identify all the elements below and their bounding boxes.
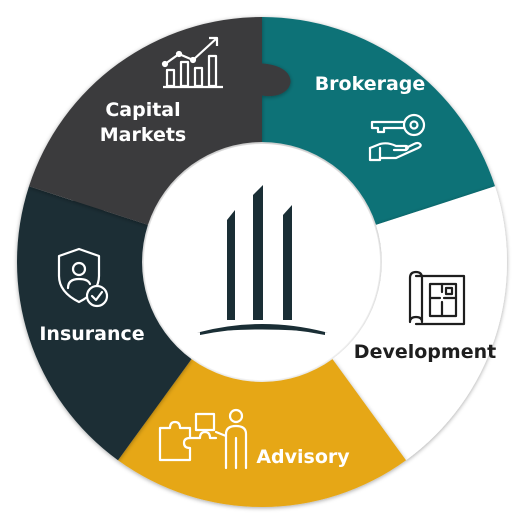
- puzzle-person-icon: [158, 408, 248, 470]
- segment-brokerage: [262, 17, 495, 234]
- capital-markets-icon-wrap: [161, 34, 225, 90]
- brokerage-label: Brokerage: [314, 73, 426, 95]
- segment-advisory: [118, 359, 406, 507]
- key-in-hand-icon: [368, 113, 426, 162]
- brokerage-icon-wrap: [366, 112, 432, 164]
- segment-insurance: [17, 178, 192, 461]
- advisory-label: Advisory: [256, 446, 350, 468]
- capital-markets-label: Capital Markets: [99, 99, 187, 146]
- center-logo: [195, 180, 330, 344]
- bar-chart-growth-icon: [161, 36, 223, 89]
- buildings-logo-icon: [197, 185, 328, 335]
- insurance-icon-wrap: [55, 246, 111, 310]
- insurance-label: Insurance: [39, 323, 145, 345]
- advisory-icon-wrap: [156, 408, 252, 470]
- segment-capital-markets: [29, 17, 291, 225]
- development-icon-wrap: [408, 270, 468, 326]
- shield-person-icon: [57, 247, 109, 308]
- blueprint-icon: [408, 270, 466, 326]
- development-label: Development: [353, 341, 497, 363]
